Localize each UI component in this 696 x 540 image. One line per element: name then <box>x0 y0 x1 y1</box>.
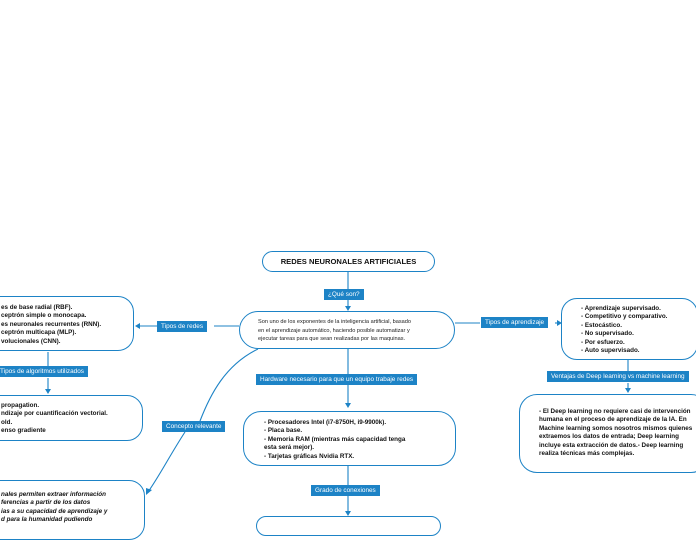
grado-de-conexiones-node[interactable] <box>256 516 441 536</box>
list-item: ferencias a partir de los datos <box>1 499 91 507</box>
list-item: ndizaje por cuantificación vectorial. <box>1 410 108 418</box>
list-item: enso gradiente <box>1 427 46 435</box>
list-item: volucionales (CNN). <box>1 337 61 345</box>
list-item: es de base radial (RBF). <box>1 304 73 311</box>
list-item: es neuronales recurrentes (RNN). <box>1 320 102 328</box>
list-item: - Por esfuerzo. <box>581 338 625 346</box>
list-item: - No supervisado. <box>581 330 634 338</box>
list-item: - Aprendizaje supervisado. <box>581 305 661 312</box>
list-item: ias a su capacidad de aprendizaje y <box>1 507 108 515</box>
tipos-de-redes-node[interactable]: es de base radial (RBF). ceptrón simple … <box>0 296 134 351</box>
ventajas-node[interactable]: - El Deep learning no requiere casi de i… <box>519 394 696 473</box>
label-tipos-de-redes[interactable]: Tipos de redes <box>157 321 208 332</box>
label-ventajas[interactable]: Ventajas de Deep learning vs machine lea… <box>547 371 689 382</box>
root-node[interactable]: REDES NEURONALES ARTIFICIALES <box>262 251 435 272</box>
root-title: REDES NEURONALES ARTIFICIALES <box>280 257 417 266</box>
list-item: ceptrón multicapa (MLP). <box>1 329 77 337</box>
list-item: humana en el proceso de aprendizaje de l… <box>539 416 687 424</box>
label-que-son[interactable]: ¿Qué son? <box>324 289 364 300</box>
definition-node[interactable]: Son uno de los exponentes de la intelige… <box>239 311 455 349</box>
list-item: propagation. <box>1 402 40 409</box>
list-item: d para la humanidad pudiendo <box>1 516 93 524</box>
connector-lines <box>45 271 631 516</box>
list-item: old. <box>1 418 13 426</box>
list-item: realiza técnicas más complejas. <box>539 450 635 458</box>
label-grado-de-conexiones[interactable]: Grado de conexiones <box>311 485 380 496</box>
list-item: - Placa base. <box>264 427 303 435</box>
list-item: extraemos los datos de entrada; Deep lea… <box>539 433 679 441</box>
label-concepto-relevante[interactable]: Concepto relevante <box>162 421 226 432</box>
list-item: - Tarjetas gráficas Nvidia RTX. <box>264 452 355 460</box>
list-item: - El Deep learning no requiere casi de i… <box>539 408 691 415</box>
list-item: - Estocástico. <box>581 321 622 329</box>
label-tipos-de-algoritmos[interactable]: Tipos de algoritmos utilizados <box>0 366 88 377</box>
label-hardware[interactable]: Hardware necesario para que un equipo tr… <box>256 374 418 385</box>
definition-line: Son uno de los exponentes de la intelige… <box>258 319 412 325</box>
list-item: nales permiten extraer información <box>1 491 106 498</box>
list-item: ceptrón simple o monocapa. <box>1 312 87 320</box>
list-item: Machine learning somos nosotros mismos q… <box>539 424 693 432</box>
list-item: incluye esta extracción de datos.- Deep … <box>539 441 684 449</box>
list-item: - Auto supervisado. <box>581 347 640 355</box>
list-item: - Competitivo y comparativo. <box>581 313 668 321</box>
definition-line: en el aprendizaje automático, haciendo p… <box>258 327 410 334</box>
list-item: esta será mejor). <box>264 444 315 452</box>
tipos-de-aprendizaje-node[interactable]: - Aprendizaje supervisado. - Competitivo… <box>561 298 696 360</box>
list-item: - Memoria RAM (mientras más capacidad te… <box>264 435 406 443</box>
list-item: - Procesadores Intel (i7-8750H, i9-9900k… <box>264 419 387 426</box>
concepto-node[interactable]: nales permiten extraer información feren… <box>0 480 145 540</box>
definition-line: ejecutar tareas para que sean realizadas… <box>258 336 406 343</box>
label-tipos-de-aprendizaje[interactable]: Tipos de aprendizaje <box>481 317 549 328</box>
hardware-node[interactable]: - Procesadores Intel (i7-8750H, i9-9900k… <box>243 411 456 466</box>
algoritmos-node[interactable]: propagation. ndizaje por cuantificación … <box>0 395 143 441</box>
